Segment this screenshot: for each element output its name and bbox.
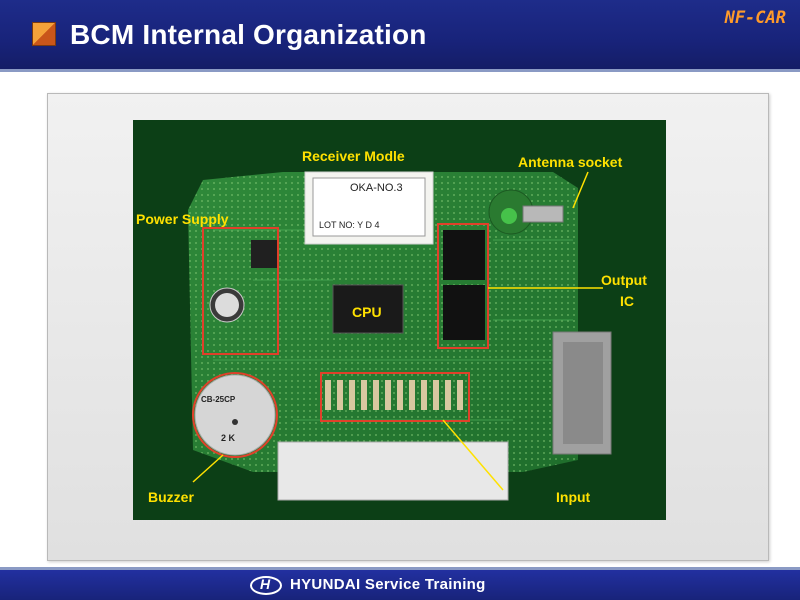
- receiver-text-line1: OKA-NO.3: [350, 182, 403, 194]
- label-buzzer: Buzzer: [148, 489, 194, 505]
- footer-brand: HYUNDAI Service Training: [290, 576, 486, 593]
- label-output-line1: Output: [601, 272, 647, 288]
- label-cpu: CPU: [352, 304, 382, 320]
- receiver-text-line2: LOT NO: Y D 4: [319, 220, 380, 230]
- bullet-square-icon: [32, 22, 56, 46]
- label-power-supply: Power Supply: [136, 211, 229, 227]
- label-output-line2: IC: [620, 293, 634, 309]
- footer-bar: HYUNDAI Service Training: [0, 567, 800, 600]
- page-title: BCM Internal Organization: [70, 19, 427, 50]
- label-receiver-module: Receiver Modle: [302, 148, 405, 164]
- buzzer-text-line1: CB-25CP: [201, 395, 236, 404]
- brand-label: NF-CAR: [724, 8, 786, 28]
- label-antenna-socket: Antenna socket: [518, 154, 623, 170]
- buzzer-text-line2: 2 K: [221, 433, 236, 443]
- label-input: Input: [556, 489, 591, 505]
- hyundai-logo-icon: [250, 576, 282, 595]
- bcm-board-photo: OKA-NO.3 LOT NO: Y D 4 CB-25CP 2 K: [133, 120, 666, 520]
- pcb-illustration: [133, 120, 666, 520]
- title-bar: BCM Internal Organization NF-CAR: [0, 0, 800, 72]
